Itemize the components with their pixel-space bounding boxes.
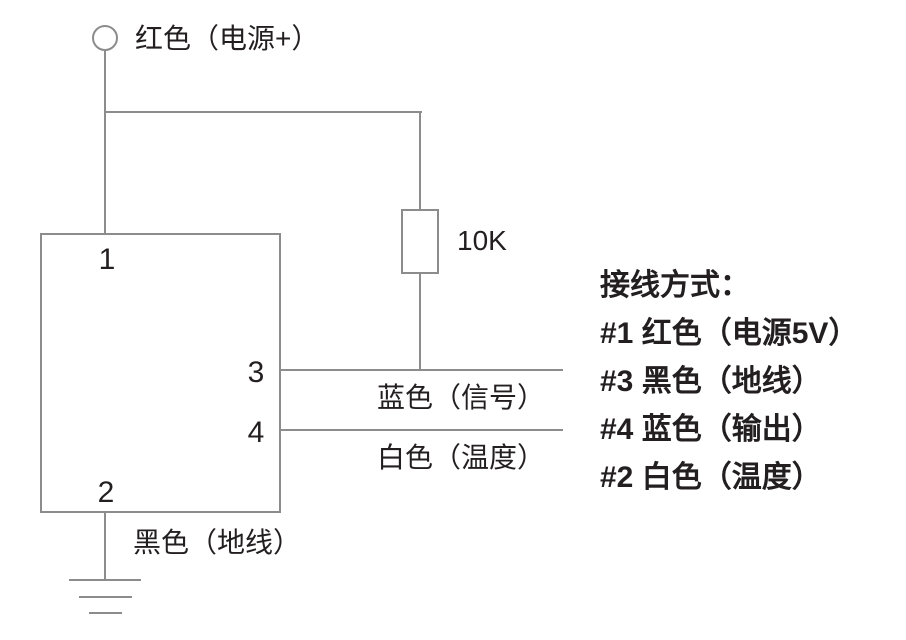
sensor-box: [40, 233, 281, 513]
ground-bar-top: [69, 579, 141, 581]
pin-1-number: 1: [98, 243, 116, 276]
power-terminal-label: 红色（电源+）: [135, 23, 320, 54]
resistor-value-label: 10K: [457, 225, 507, 256]
legend-title: 接线方式：: [600, 269, 750, 302]
pin-4-number: 4: [247, 416, 265, 449]
legend-item-pin2: #2 白色（温度）: [600, 461, 822, 494]
legend-item-pin3: #3 黑色（地线）: [600, 365, 822, 398]
ground-bar-middle: [79, 596, 132, 598]
legend-item-pin1: #1 红色（电源5V）: [600, 317, 859, 350]
pin-2-number: 2: [97, 476, 115, 509]
wire-pin3-signal: [281, 369, 563, 371]
wire-pin2-ground: [104, 513, 106, 581]
wire-power-vertical: [104, 51, 106, 233]
wire-resistor-bottom-lead: [419, 274, 421, 371]
legend-item-pin4: #4 蓝色（输出）: [600, 413, 822, 446]
power-terminal-icon: [92, 25, 118, 51]
wire-top-horizontal: [104, 111, 422, 113]
wiring-legend: 接线方式： #1 红色（电源5V） #3 黑色（地线） #4 蓝色（输出） #2…: [600, 262, 858, 502]
ground-wire-label: 黑色（地线）: [133, 527, 302, 558]
wire-resistor-top-lead: [419, 111, 421, 209]
pin-3-number: 3: [247, 356, 265, 389]
temperature-wire-label: 白色（温度）: [377, 442, 546, 473]
signal-wire-label: 蓝色（信号）: [377, 382, 546, 413]
ground-bar-bottom: [89, 612, 122, 614]
wire-pin4-temperature: [281, 429, 563, 431]
resistor-body: [401, 209, 439, 274]
